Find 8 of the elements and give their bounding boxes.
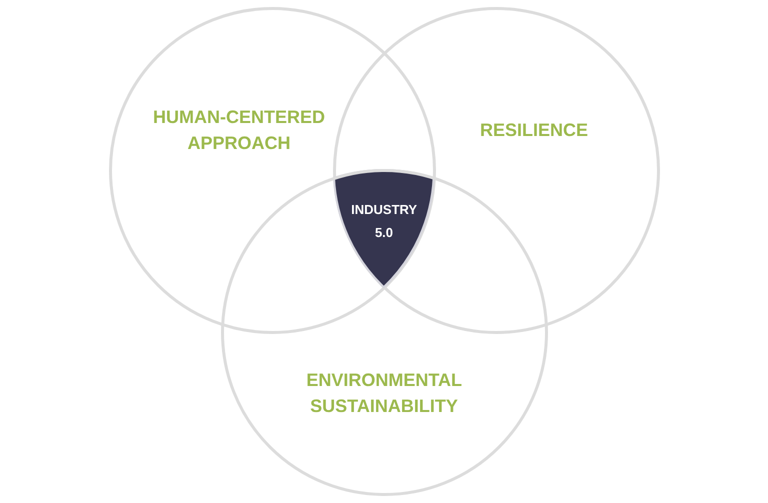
intersection-label: INDUSTRY 5.0 — [351, 201, 417, 242]
circle-label: ENVIRONMENTAL SUSTAINABILITY — [306, 369, 462, 418]
circle-label: HUMAN-CENTERED APPROACH — [152, 106, 326, 155]
circle-label: RESILIENCE — [480, 119, 588, 142]
venn-circle — [220, 168, 548, 496]
venn-circle — [108, 6, 436, 334]
venn-intersection — [332, 168, 436, 290]
venn-circle — [332, 6, 660, 334]
